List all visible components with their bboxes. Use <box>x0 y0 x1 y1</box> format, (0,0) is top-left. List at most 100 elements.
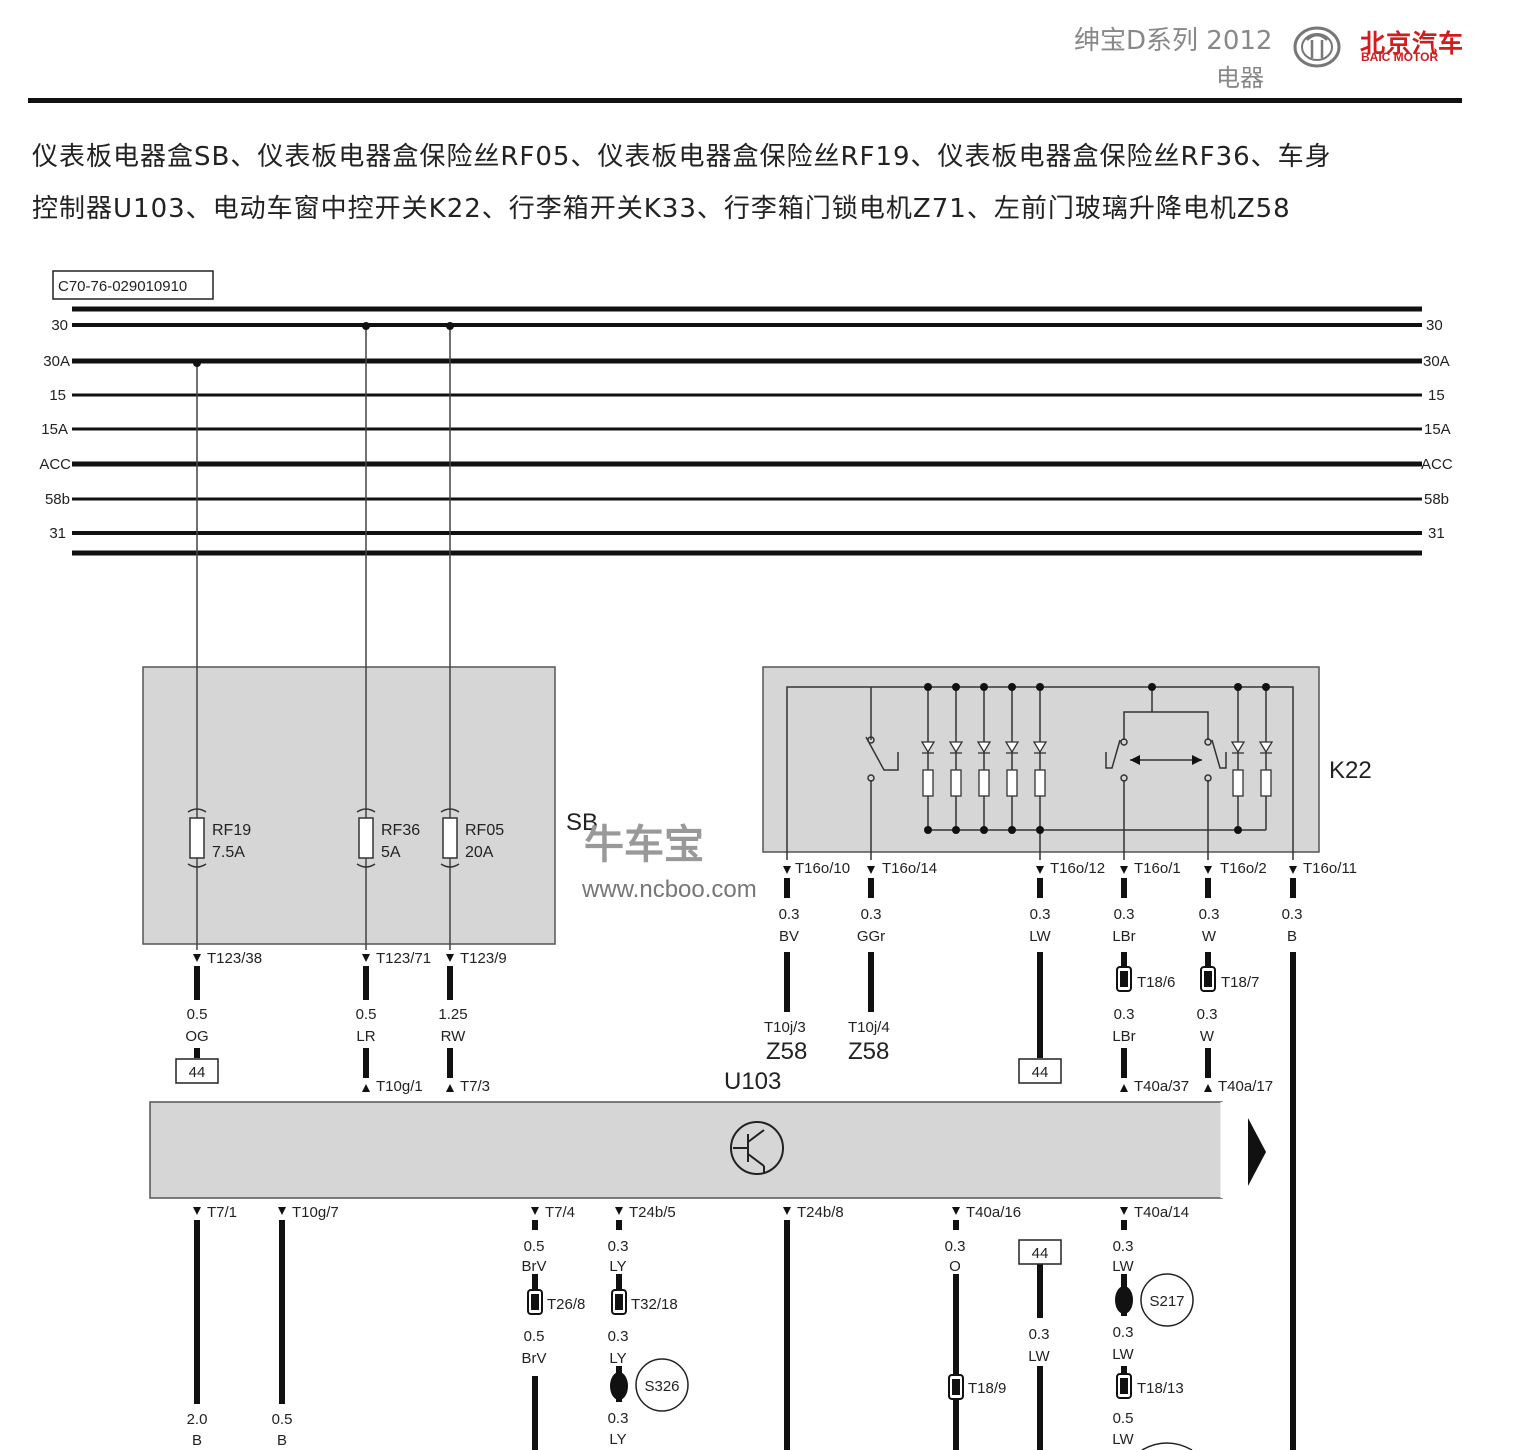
k22-junction-dots <box>924 683 1270 834</box>
svg-text:T40a/37: T40a/37 <box>1134 1078 1189 1095</box>
svg-text:LW: LW <box>1112 1258 1134 1275</box>
u103-body-controller <box>149 1101 1223 1199</box>
fuse-id: RF19 <box>212 822 251 839</box>
ground-ref-box <box>1018 1239 1062 1265</box>
junction-dot <box>446 322 454 330</box>
svg-text:LW: LW <box>1028 1348 1050 1365</box>
ground-ref-box <box>1018 1058 1062 1084</box>
bus-label: 30 <box>1426 317 1443 334</box>
inline-connectors-lower: T26/8 T32/18 T18/9 T18/13 <box>527 1289 1184 1400</box>
fuse-rating: 20A <box>465 844 494 861</box>
svg-text:LW: LW <box>1029 928 1051 945</box>
svg-text:T16o/2: T16o/2 <box>1220 860 1267 877</box>
inline-connectors-upper: T18/6 T18/7 <box>1116 966 1259 992</box>
k22-output-wires <box>784 878 1296 1450</box>
junction-dot <box>362 322 370 330</box>
watermark-url: www.ncboo.com <box>581 876 757 903</box>
ground-ref: 44 <box>189 1064 206 1081</box>
svg-text:0.5: 0.5 <box>524 1328 545 1345</box>
fuse-id: RF05 <box>465 822 504 839</box>
svg-text:LY: LY <box>609 1258 626 1275</box>
connector-label: T123/38 <box>207 950 262 967</box>
k22-switch <box>762 666 1320 853</box>
u103-bottom-connectors: T7/1 T10g/7 T7/4 T24b/5 T24b/8 T40a/16 T… <box>193 1204 1189 1221</box>
splice-s326: S326 <box>610 1358 689 1412</box>
fuse-rating: 7.5A <box>212 844 245 861</box>
bus-label: ACC <box>39 456 71 473</box>
svg-text:T16o/1: T16o/1 <box>1134 860 1181 877</box>
svg-text:T18/13: T18/13 <box>1137 1380 1184 1397</box>
fuse-id: RF36 <box>381 822 420 839</box>
svg-text:0.3: 0.3 <box>1199 906 1220 923</box>
bus-label: 58b <box>1424 491 1449 508</box>
sb-label: SB <box>566 809 598 836</box>
sb-fuse-box <box>142 666 556 945</box>
k22-leds <box>920 741 1274 797</box>
svg-text:T40a/14: T40a/14 <box>1134 1204 1189 1221</box>
svg-text:0.3: 0.3 <box>1282 906 1303 923</box>
svg-text:GGr: GGr <box>857 928 885 945</box>
svg-text:LY: LY <box>609 1350 626 1367</box>
header-rule <box>28 98 1462 103</box>
fuse-rf19: RF19 7.5A <box>187 808 251 868</box>
svg-text:0.3: 0.3 <box>945 1238 966 1255</box>
u103-label: U103 <box>724 1068 781 1095</box>
svg-text:0.3: 0.3 <box>1113 1324 1134 1341</box>
svg-text:0.5: 0.5 <box>1113 1410 1134 1427</box>
z58-targets: T10j/3 T10j/4 Z58 Z58 <box>764 1019 890 1065</box>
ground-ref: 44 <box>1032 1245 1049 1262</box>
svg-text:T16o/12: T16o/12 <box>1050 860 1105 877</box>
svg-text:T10j/3: T10j/3 <box>764 1019 806 1036</box>
svg-text:LBr: LBr <box>1112 1028 1135 1045</box>
transistor-icon <box>730 1121 784 1175</box>
bus-label: 31 <box>1428 525 1445 542</box>
diagram-title-line-2: 控制器U103、电动车窗中控开关K22、行李箱开关K33、行李箱门锁电机Z71、… <box>32 194 1291 224</box>
connector-label: T123/9 <box>460 950 507 967</box>
svg-text:0.5: 0.5 <box>356 1006 377 1023</box>
svg-text:0.3: 0.3 <box>779 906 800 923</box>
header-model: 绅宝D系列 2012 <box>1074 26 1273 56</box>
svg-text:T7/1: T7/1 <box>207 1204 237 1221</box>
brand-name-cn: 北京汽车 <box>1360 29 1465 58</box>
svg-text:BV: BV <box>779 928 799 945</box>
svg-text:T40a/17: T40a/17 <box>1218 1078 1273 1095</box>
svg-text:T16o/10: T16o/10 <box>795 860 850 877</box>
svg-text:W: W <box>1202 928 1217 945</box>
svg-text:0.5: 0.5 <box>524 1238 545 1255</box>
svg-text:Z58: Z58 <box>766 1038 807 1065</box>
bus-lines <box>72 323 1422 535</box>
svg-text:LW: LW <box>1112 1431 1134 1448</box>
svg-text:0.3: 0.3 <box>1113 1238 1134 1255</box>
header-section: 电器 <box>1216 64 1264 92</box>
svg-text:B: B <box>192 1432 202 1449</box>
bus-labels-right: 30 30A 15 15A ACC 58b 31 <box>1421 317 1453 542</box>
svg-text:0.5: 0.5 <box>187 1006 208 1023</box>
svg-text:1.25: 1.25 <box>438 1006 467 1023</box>
svg-text:W: W <box>1200 1028 1215 1045</box>
bus-label: 15 <box>1428 387 1445 404</box>
svg-text:0.3: 0.3 <box>1029 1326 1050 1343</box>
svg-text:S326: S326 <box>644 1378 679 1395</box>
svg-text:T26/8: T26/8 <box>547 1296 585 1313</box>
svg-text:0.3: 0.3 <box>861 906 882 923</box>
svg-text:T18/9: T18/9 <box>968 1380 1006 1397</box>
baic-logo-icon <box>1293 26 1341 68</box>
svg-text:RW: RW <box>441 1028 467 1045</box>
svg-text:O: O <box>949 1258 961 1275</box>
bus-label: 15 <box>49 387 66 404</box>
bus-label: 30A <box>1423 353 1450 370</box>
k22-arrow <box>1192 755 1202 765</box>
sb-output-wires <box>194 966 453 1078</box>
svg-text:T18/6: T18/6 <box>1137 974 1175 991</box>
svg-text:T24b/8: T24b/8 <box>797 1204 844 1221</box>
svg-text:T7/4: T7/4 <box>545 1204 575 1221</box>
svg-text:OG: OG <box>185 1028 208 1045</box>
svg-text:LBr: LBr <box>1112 928 1135 945</box>
fuse-rf05: RF05 20A <box>440 808 504 868</box>
svg-text:2.0: 2.0 <box>187 1411 208 1428</box>
bus-label: 30 <box>51 317 68 334</box>
